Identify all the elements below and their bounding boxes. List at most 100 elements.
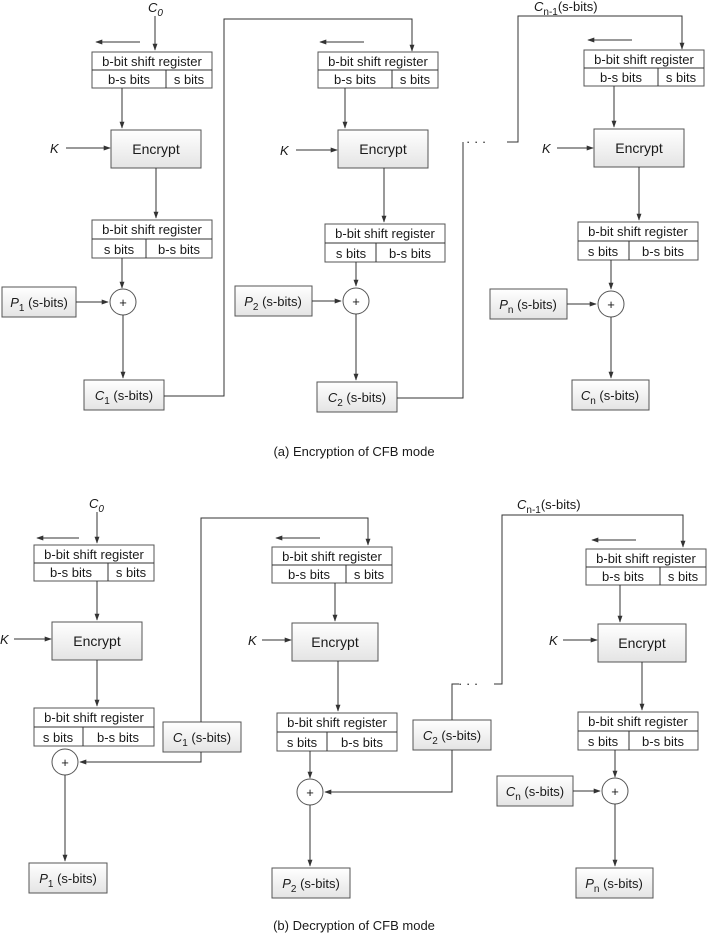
enc-input-shift-register-2: b-bit shift register b-s bits s bits: [317, 51, 439, 89]
enc-input-shift-register-n: b-bit shift register b-s bits s bits: [583, 49, 705, 87]
s-bits-label: s bits: [174, 72, 205, 87]
dec-output-shift-register-1: b-bit shift register s bits b-s bits: [33, 707, 155, 747]
b-minus-s-label: b-s bits: [108, 72, 150, 87]
xor-symbol: +: [611, 784, 619, 799]
dec-output-shift-register-2: b-bit shift register s bits b-s bits: [276, 712, 398, 752]
enc-xor-1: +: [109, 288, 137, 316]
dec-encrypt-box-n: Encrypt: [597, 623, 687, 663]
enc-pn-box: Pn (s-bits): [489, 288, 568, 320]
enc-cn1-label: Cn-1(s-bits): [534, 0, 598, 18]
b-minus-s-label: b-s bits: [50, 565, 92, 580]
svg-text:P1 (s-bits): P1 (s-bits): [39, 871, 97, 890]
shift-register-label: b-bit shift register: [588, 714, 688, 729]
dec-c2-box: C2 (s-bits): [412, 719, 492, 751]
enc-c2-box: C2 (s-bits): [316, 381, 398, 413]
b-minus-s-label: b-s bits: [600, 70, 642, 85]
dec-xor-2: +: [296, 778, 324, 806]
dec-p2-box: P2 (s-bits): [271, 867, 351, 899]
dec-stage-2: b-bit shift register b-s bits s bits K E…: [248, 535, 492, 899]
enc-ellipsis: · · ·: [466, 134, 486, 149]
encrypt-label: Encrypt: [359, 141, 407, 157]
dec-xor-1: +: [51, 748, 79, 776]
b-minus-s-label: b-s bits: [158, 242, 200, 257]
s-bits-label: s bits: [668, 569, 699, 584]
dec-input-shift-register-1: b-bit shift register b-s bits s bits: [33, 544, 155, 582]
s-bits-label: s bits: [43, 730, 74, 745]
b-minus-s-label: b-s bits: [642, 244, 684, 259]
enc-key-label-n: K: [542, 141, 552, 156]
enc-stage-1: C0 b-bit shift register b-s bits s bits …: [1, 0, 415, 411]
enc-cn-box: Cn (s-bits): [571, 379, 650, 411]
decryption-section: C0 b-bit shift register b-s bits s bits …: [0, 496, 707, 933]
encrypt-label: Encrypt: [132, 141, 180, 157]
s-bits-label: s bits: [400, 72, 431, 87]
dec-c2-feedback-line: [451, 683, 459, 720]
svg-text:C2 (s-bits): C2 (s-bits): [328, 390, 386, 409]
svg-text:C1 (s-bits): C1 (s-bits): [95, 388, 153, 407]
s-bits-label: s bits: [588, 734, 619, 749]
dec-key-label-1: K: [0, 632, 10, 647]
shift-register-label: b-bit shift register: [44, 710, 144, 725]
xor-symbol: +: [119, 295, 127, 310]
enc-p2-box: P2 (s-bits): [234, 285, 313, 317]
shift-register-label: b-bit shift register: [335, 226, 435, 241]
enc-encrypt-box-2: Encrypt: [337, 129, 429, 169]
s-bits-label: s bits: [104, 242, 135, 257]
enc-key-label-2: K: [280, 143, 290, 158]
dec-input-shift-register-n: b-bit shift register b-s bits s bits: [585, 548, 707, 586]
svg-text:C1 (s-bits): C1 (s-bits): [173, 730, 231, 749]
svg-text:C2 (s-bits): C2 (s-bits): [423, 728, 481, 747]
shift-register-label: b-bit shift register: [102, 222, 202, 237]
shift-register-label: b-bit shift register: [102, 54, 202, 69]
b-minus-s-label: b-s bits: [602, 569, 644, 584]
encrypt-label: Encrypt: [311, 634, 359, 650]
decryption-caption: (b) Decryption of CFB mode: [273, 918, 435, 933]
enc-encrypt-box-1: Encrypt: [110, 129, 202, 169]
dec-stage-n: Cn-1(s-bits) b-bit shift register b-s bi…: [494, 497, 707, 899]
enc-key-label-1: K: [50, 141, 60, 156]
encryption-caption: (a) Encryption of CFB mode: [273, 444, 434, 459]
xor-symbol: +: [306, 785, 314, 800]
enc-encrypt-box-n: Encrypt: [593, 128, 685, 168]
b-minus-s-label: b-s bits: [341, 735, 383, 750]
xor-symbol: +: [352, 294, 360, 309]
dec-input-shift-register-2: b-bit shift register b-s bits s bits: [271, 546, 393, 584]
b-minus-s-label: b-s bits: [288, 567, 330, 582]
enc-xor-2: +: [342, 287, 370, 315]
b-minus-s-label: b-s bits: [97, 730, 139, 745]
enc-xor-n: +: [597, 290, 625, 318]
encrypt-label: Encrypt: [615, 140, 663, 156]
dec-xor-n: +: [601, 777, 629, 805]
enc-c1-feedback-line: [164, 18, 415, 397]
svg-text:Cn (s-bits): Cn (s-bits): [506, 784, 564, 803]
dec-c1-to-register-line: [200, 517, 371, 722]
enc-c1-box: C1 (s-bits): [83, 379, 165, 411]
dec-output-shift-register-n: b-bit shift register s bits b-s bits: [577, 711, 699, 751]
enc-stage-n: Cn-1(s-bits) b-bit shift register b-s bi…: [489, 0, 705, 411]
dec-key-label-2: K: [248, 633, 258, 648]
s-bits-label: s bits: [116, 565, 147, 580]
dec-encrypt-box-1: Encrypt: [51, 621, 143, 661]
s-bits-label: s bits: [666, 70, 697, 85]
enc-cn1-feedback-line: [507, 15, 685, 143]
dec-c0-label: C0: [89, 496, 104, 515]
shift-register-label: b-bit shift register: [594, 52, 694, 67]
encrypt-label: Encrypt: [73, 633, 121, 649]
s-bits-label: s bits: [336, 246, 367, 261]
s-bits-label: s bits: [588, 244, 619, 259]
svg-text:Pn (s-bits): Pn (s-bits): [585, 876, 643, 895]
dec-encrypt-box-2: Encrypt: [291, 622, 379, 662]
svg-text:Cn (s-bits): Cn (s-bits): [581, 388, 639, 407]
enc-output-shift-register-n: b-bit shift register s bits b-s bits: [577, 221, 699, 261]
shift-register-label: b-bit shift register: [282, 549, 382, 564]
dec-cn1-feedback-line: [494, 514, 686, 685]
dec-c1-box: C1 (s-bits): [162, 721, 242, 753]
dec-key-label-n: K: [549, 633, 559, 648]
shift-register-label: b-bit shift register: [596, 551, 696, 566]
dec-ellipsis: · · ·: [458, 676, 478, 691]
shift-register-label: b-bit shift register: [588, 224, 688, 239]
encrypt-label: Encrypt: [618, 635, 666, 651]
shift-register-label: b-bit shift register: [44, 547, 144, 562]
